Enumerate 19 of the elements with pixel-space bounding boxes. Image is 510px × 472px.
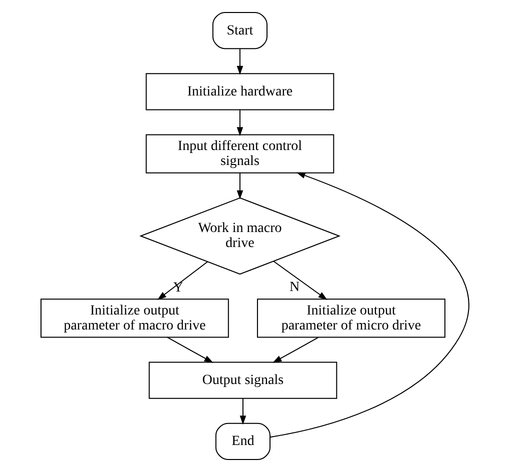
edge-label: N <box>290 279 300 296</box>
node-box: End <box>215 422 270 460</box>
arrow <box>166 336 214 363</box>
arrow <box>273 260 328 300</box>
arrow <box>236 48 244 75</box>
node-diamond: Work in macro drive <box>139 197 341 275</box>
arrow <box>272 336 320 363</box>
node-box: Initialize output parameter of macro drive <box>40 298 229 338</box>
node-box: Start <box>212 12 268 50</box>
arrow <box>236 109 244 136</box>
arrow <box>270 172 470 438</box>
arrow <box>157 261 208 300</box>
arrow <box>236 172 244 200</box>
node-box: Input different control signals <box>146 134 334 174</box>
node-box: Output signals <box>148 362 338 399</box>
node-box: Initialize output parameter of micro drive <box>256 298 446 338</box>
node-box: Initialize hardware <box>146 73 334 110</box>
arrow <box>240 398 246 425</box>
edge-label: Y <box>173 279 184 296</box>
